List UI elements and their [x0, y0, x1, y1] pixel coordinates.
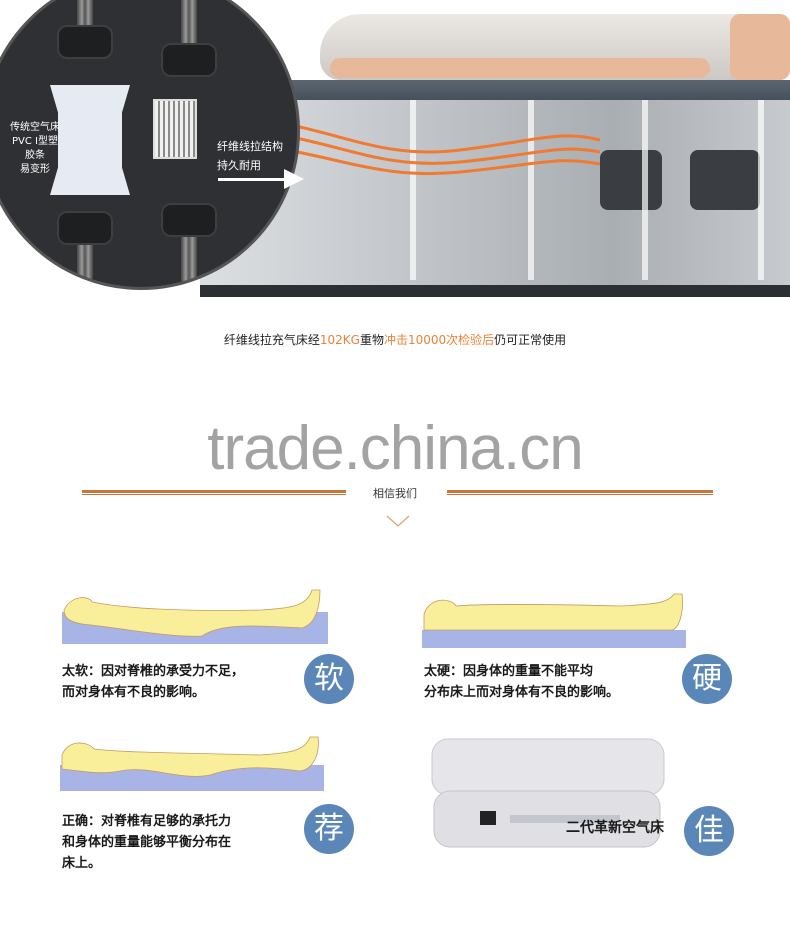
- desc-line: 太硬：因身体的重量不能平均: [424, 664, 594, 679]
- badge-best: 佳: [684, 806, 734, 856]
- pvc-beam-illustration: [50, 85, 130, 195]
- badge-hard: 硬: [682, 654, 732, 704]
- divider-right: [447, 490, 713, 495]
- body-silhouette: [423, 593, 683, 631]
- leg-illustration: [730, 14, 790, 80]
- chevron-down-icon: [386, 515, 410, 527]
- traditional-label: 传统空气床 PVC I型塑 胶条 易变形: [3, 121, 67, 177]
- airbed-product-image: [431, 738, 665, 848]
- valve-icon: [161, 203, 217, 237]
- arrow-head-icon: [284, 169, 304, 189]
- divider-left: [82, 490, 346, 495]
- desc-line: 分布床上而对身体有不良的影响。: [424, 685, 620, 700]
- caption-text: 重物: [359, 333, 384, 347]
- label-line: 纤维线拉结构: [217, 140, 283, 153]
- mattress-chamber: [600, 150, 662, 210]
- too-hard-description: 太硬：因身体的重量不能平均 分布床上而对身体有不良的影响。: [424, 661, 619, 703]
- caption-highlight: 102KG: [319, 333, 360, 347]
- desc-line: 床上。: [62, 856, 102, 871]
- desc-line: 而对身体有不良的影响。: [62, 685, 206, 700]
- body-silhouette: [63, 589, 321, 637]
- section-title: 相信我们: [373, 487, 417, 500]
- too-hard-diagram: [422, 592, 686, 648]
- label-line: PVC I型塑: [12, 136, 58, 147]
- too-soft-description: 太软：因对脊椎的承受力不足， 而对身体有不良的影响。: [62, 661, 244, 703]
- desc-line: 太软：因对脊椎的承受力不足，: [62, 664, 245, 679]
- too-soft-diagram: [62, 588, 328, 644]
- pipe: [181, 237, 197, 287]
- test-caption: 纤维线拉充气床经102KG重物冲击10000次检验后仍可正常使用: [0, 331, 790, 348]
- correct-diagram: [60, 735, 324, 791]
- fiber-wall: [758, 100, 764, 280]
- mattress-base: [200, 285, 790, 297]
- arm-illustration: [330, 58, 710, 78]
- caption-text: 纤维线拉充气床经: [223, 333, 320, 347]
- fiber-label: 纤维线拉结构 持久耐用: [217, 137, 297, 175]
- label-line: 传统空气床: [10, 122, 60, 133]
- label-line: 胶条: [25, 150, 45, 161]
- label-line: 持久耐用: [217, 159, 261, 172]
- orange-force-lines: [260, 118, 600, 176]
- arrow-icon: [218, 178, 284, 181]
- fiber-structure-illustration: [153, 99, 197, 159]
- comparison-circle: 传统空气床 PVC I型塑 胶条 易变形 纤维线拉结构 持久耐用: [0, 0, 300, 290]
- desc-line: 和身体的重量能够平衡分布在: [62, 835, 232, 850]
- label-line: 易变形: [20, 164, 50, 175]
- fiber-wall: [642, 100, 648, 280]
- caption-highlight: 冲击10000次检验后: [383, 333, 495, 347]
- valve-icon: [57, 25, 113, 59]
- airbed-caption: 二代革新空气床: [566, 820, 664, 836]
- badge-recommend: 荐: [304, 804, 354, 854]
- mattress-chamber: [690, 150, 760, 210]
- badge-soft: 软: [304, 654, 354, 704]
- mattress-shape: [422, 630, 686, 648]
- hero-product-image: 传统空气床 PVC I型塑 胶条 易变形 纤维线拉结构 持久耐用: [0, 0, 790, 300]
- watermark: trade.china.cn: [207, 414, 583, 483]
- valve-icon: [161, 43, 217, 77]
- body-silhouette: [61, 736, 319, 777]
- caption-text: 仍可正常使用: [494, 333, 567, 347]
- fiber-wall: [410, 100, 416, 280]
- fiber-wall: [528, 100, 534, 280]
- correct-description: 正确：对脊椎有足够的承托力 和身体的重量能够平衡分布在 床上。: [62, 811, 231, 874]
- valve-icon: [57, 211, 113, 245]
- desc-line: 正确：对脊椎有足够的承托力: [62, 814, 232, 829]
